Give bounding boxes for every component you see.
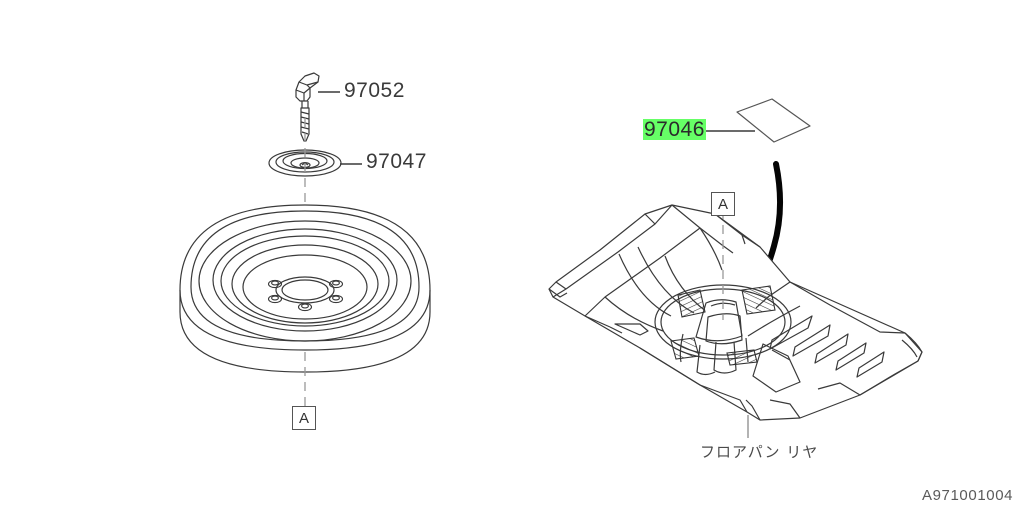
part-label-97046: 97046 [643, 118, 706, 141]
caution-label-plate-97046 [736, 98, 811, 143]
floor-pan-rear-caption: フロアパン リヤ [700, 443, 819, 461]
section-marker-floorpan-letter: A [717, 195, 728, 213]
part-label-97047: 97047 [366, 150, 427, 173]
section-marker-tire-letter: A [298, 409, 309, 427]
section-marker-tire: A [292, 406, 316, 430]
spare-tire-bolt-97052 [295, 72, 320, 142]
rear-floor-pan-assembly [548, 204, 923, 421]
part-label-97052: 97052 [344, 79, 405, 102]
drawing-reference-code: A971001004 [922, 487, 1014, 504]
section-marker-floorpan: A [711, 192, 735, 216]
spare-tire-wheel-assembly [179, 204, 431, 373]
tire-well-hatched-pads [670, 285, 776, 366]
